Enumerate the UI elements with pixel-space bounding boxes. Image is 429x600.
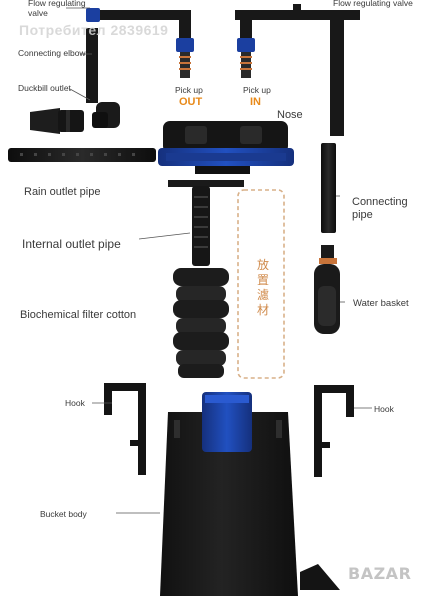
label-hook-left: Hook [65,398,85,408]
connecting-pipe [321,143,336,233]
watermark-seller: Потребител 2839619 [19,22,169,38]
flow-regulating-valve-left [86,8,194,78]
connecting-elbow [86,28,120,128]
filter-head-nose [158,121,294,174]
label-rain-outlet-pipe: Rain outlet pipe [24,186,101,198]
label-biochemical-filter-cotton: Biochemical filter cotton [20,309,137,321]
hook-left [104,383,146,475]
label-connecting-pipe: Connecting pipe [352,196,408,221]
watermark-bazar: BAZAR [348,564,412,583]
water-basket [314,245,340,334]
label-pickup-out: Pick up [175,85,203,95]
label-hook-right: Hook [374,404,394,414]
filter-media-area [237,189,285,379]
leader-lines [66,7,372,514]
label-pickup-in: Pick up [243,85,271,95]
label-duckbill-outlet: Duckbill outlet [18,83,71,93]
duckbill-outlet [30,108,84,134]
label-flow-regulating-valve-left: Flow regulating valve [28,0,86,18]
rain-outlet-pipe [8,148,156,162]
bucket-foot [300,564,340,590]
flow-regulating-valve-right [235,4,360,136]
internal-outlet-pipe [168,180,244,266]
label-water-basket: Water basket [353,298,409,309]
label-filter-media-cn: 放置濾材 [256,258,269,317]
label-in: IN [250,96,261,108]
label-connecting-elbow: Connecting elbow [18,48,86,58]
hook-right [314,385,354,477]
label-internal-outlet-pipe: Internal outlet pipe [22,237,121,251]
label-out: OUT [179,96,203,108]
label-flow-regulating-valve-right: Flow regulating valve [333,0,413,8]
biochemical-filter-cotton [173,268,229,378]
label-nose: Nose [277,109,303,121]
label-bucket-body: Bucket body [40,509,87,519]
bucket-body [160,392,298,596]
